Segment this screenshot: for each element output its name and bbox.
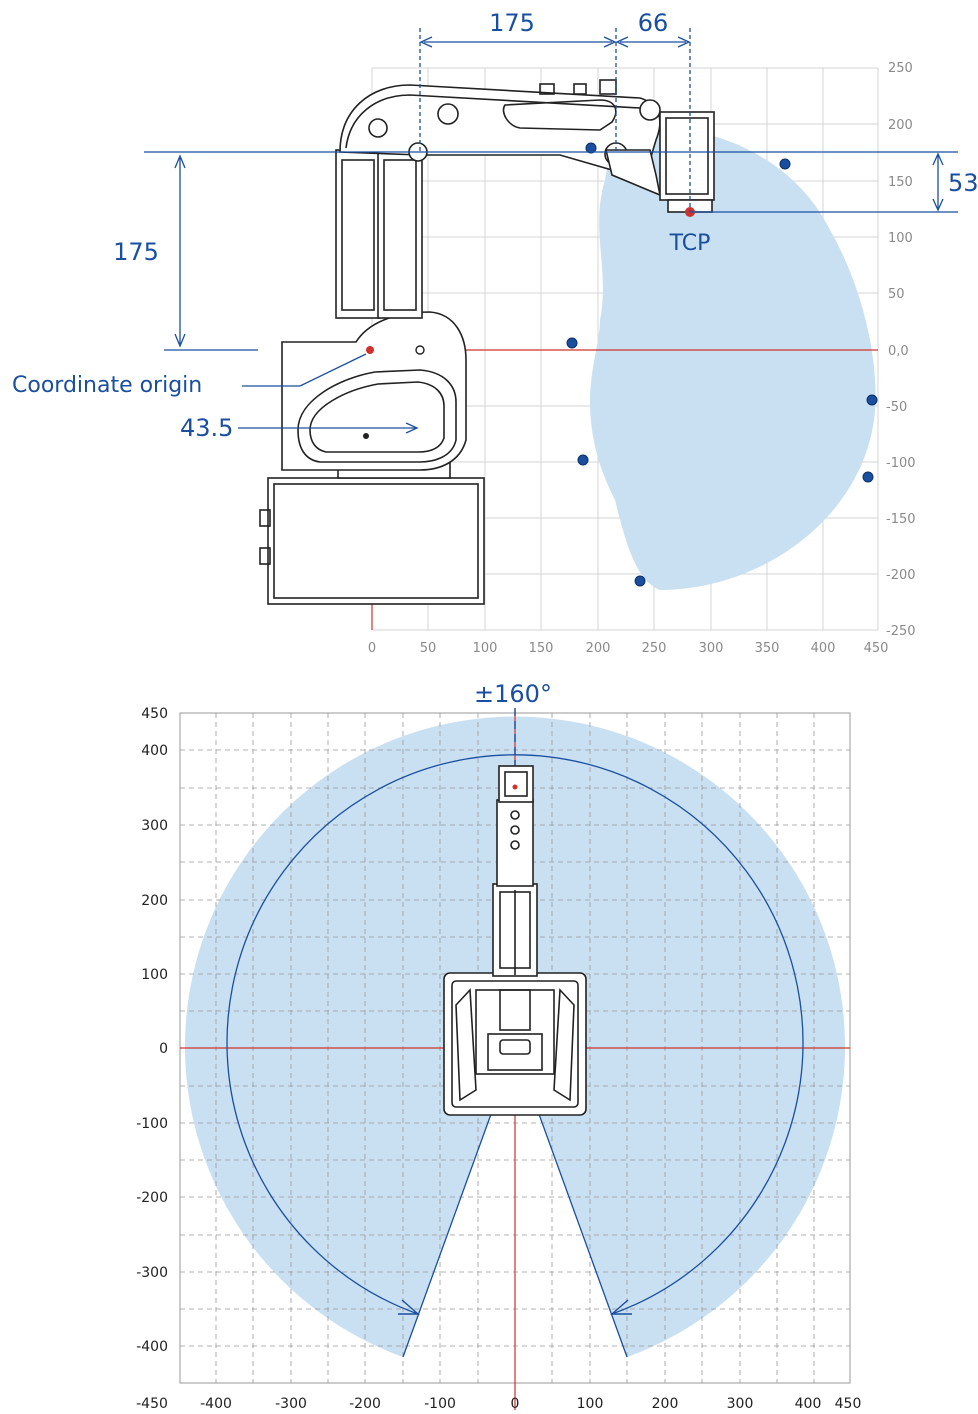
dim-left-height: 175 (113, 238, 159, 266)
dim-top-left: 175 (489, 9, 535, 37)
svg-text:-200: -200 (886, 568, 916, 583)
svg-text:350: 350 (755, 641, 780, 656)
side-workspace-points (566, 142, 878, 587)
svg-text:400: 400 (141, 743, 168, 759)
svg-text:400: 400 (811, 641, 836, 656)
svg-text:0,0: 0,0 (888, 344, 909, 359)
svg-text:100: 100 (141, 967, 168, 983)
svg-text:-400: -400 (200, 1396, 232, 1412)
svg-text:0: 0 (368, 641, 376, 656)
side-y-ticks: 250 200 150 100 50 0,0 -50 -100 -150 -20… (886, 61, 916, 639)
rotation-arrow-right (610, 1299, 632, 1315)
tcp-label: TCP (669, 231, 711, 256)
svg-text:-100: -100 (424, 1396, 456, 1412)
svg-text:300: 300 (727, 1396, 754, 1412)
svg-text:200: 200 (652, 1396, 679, 1412)
svg-text:150: 150 (529, 641, 554, 656)
svg-text:250: 250 (642, 641, 667, 656)
rotation-label: ±160° (474, 680, 552, 708)
robot-side-drawing (259, 79, 715, 605)
robot-top-drawing (443, 765, 587, 1116)
svg-text:-400: -400 (136, 1339, 168, 1355)
side-view: 175 66 175 53 43.5 TCP Coordinate origin… (12, 9, 978, 656)
svg-text:-200: -200 (136, 1190, 168, 1206)
rotation-arrow-left (398, 1299, 420, 1315)
svg-text:300: 300 (699, 641, 724, 656)
svg-text:100: 100 (473, 641, 498, 656)
rotation-arc (226, 754, 804, 1315)
top-x-ticks: -450 -400 -300 -200 -100 0 100 200 300 4… (136, 1396, 861, 1412)
svg-text:-300: -300 (275, 1396, 307, 1412)
dim-top-right: 66 (638, 9, 669, 37)
svg-text:450: 450 (141, 706, 168, 722)
svg-text:-450: -450 (136, 1396, 168, 1412)
svg-text:50: 50 (420, 641, 437, 656)
svg-text:100: 100 (888, 231, 913, 246)
svg-text:200: 200 (888, 118, 913, 133)
svg-text:450: 450 (864, 641, 889, 656)
side-dimensions (144, 28, 958, 434)
svg-text:-150: -150 (886, 512, 916, 527)
svg-text:250: 250 (888, 61, 913, 76)
origin-point (366, 346, 374, 354)
svg-text:450: 450 (835, 1396, 862, 1412)
top-view: ±160° -450 -400 -300 -200 -100 0 100 200… (136, 680, 861, 1412)
svg-text:0: 0 (159, 1041, 168, 1057)
dim-offset: 43.5 (180, 414, 233, 442)
dim-right-height: 53 (948, 169, 978, 197)
svg-text:-100: -100 (136, 1116, 168, 1132)
svg-text:100: 100 (577, 1396, 604, 1412)
svg-text:150: 150 (888, 175, 913, 190)
svg-text:200: 200 (586, 641, 611, 656)
origin-label: Coordinate origin (12, 373, 202, 398)
svg-text:300: 300 (141, 818, 168, 834)
side-workspace-region (590, 126, 876, 591)
svg-text:-200: -200 (349, 1396, 381, 1412)
svg-text:0: 0 (511, 1396, 520, 1412)
top-y-ticks: 450 400 300 200 100 0 -100 -200 -300 -40… (136, 706, 168, 1355)
svg-text:-300: -300 (136, 1265, 168, 1281)
svg-text:-250: -250 (886, 624, 916, 639)
svg-text:200: 200 (141, 893, 168, 909)
svg-text:-100: -100 (886, 456, 916, 471)
side-x-ticks: 0 50 100 150 200 250 300 350 400 450 (368, 641, 889, 656)
svg-text:50: 50 (888, 287, 905, 302)
svg-text:400: 400 (795, 1396, 822, 1412)
svg-text:-50: -50 (886, 400, 907, 415)
